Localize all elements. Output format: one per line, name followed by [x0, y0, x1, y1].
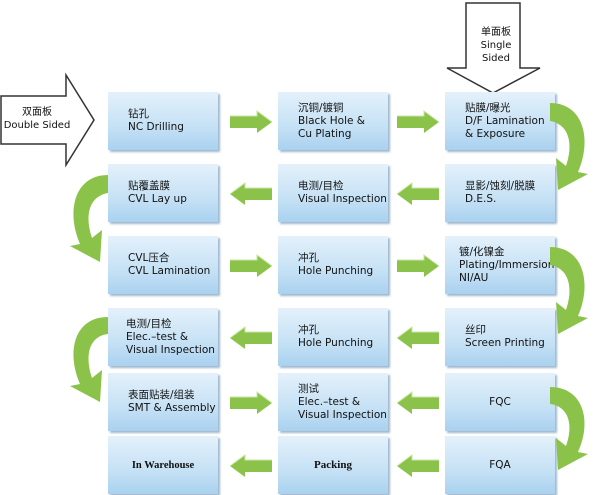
step-label-zh: 镀/化镍金 [459, 245, 505, 258]
step-label-en: Screen Printing [465, 337, 545, 349]
step-label-zh: 丝印 [465, 324, 486, 336]
curve-arrow-left-2 [70, 317, 108, 402]
double-sided-input-arrow [0, 72, 95, 168]
arrow-right-r3-a [230, 254, 273, 277]
step-label-en: Plating/Immersion [459, 258, 555, 271]
curve-arrow-left-1 [70, 175, 108, 262]
arrow-right-r1-a [230, 110, 273, 133]
curve-arrow-right-3 [550, 387, 588, 470]
step-label-en: NC Drilling [128, 121, 184, 133]
curve-arrow-right-2 [550, 247, 588, 334]
step-packing: Packing [278, 436, 388, 494]
step-label-zh: 电测/目检 [298, 180, 344, 192]
step-label-en: D.E.S. [465, 193, 497, 205]
step-label-en: CVL Lamination [128, 265, 211, 277]
arrow-left-r2-b [396, 182, 439, 205]
step-label-en: Elec.–test & [298, 395, 361, 408]
step-label-zh: 显影/蚀刻/脱膜 [465, 180, 536, 192]
step-label-en: Black Hole & [298, 114, 365, 127]
step-label-zh: 沉铜/镀铜 [298, 101, 344, 114]
step-df-lamination-exposure: 贴膜/曝光 D/F Lamination & Exposure [445, 92, 555, 150]
single-sided-label: 单面板 Single Sided [466, 26, 526, 65]
step-label-zh: 冲孔 [298, 324, 319, 336]
step-label-en-2: & Exposure [465, 127, 526, 140]
arrow-left-r6-b [396, 454, 439, 477]
arrow-right-r5-a [230, 391, 273, 414]
step-smt-assembly: 表面贴装/组装 SMT & Assembly [108, 373, 218, 431]
step-plating-immersion: 镀/化镍金 Plating/Immersion NI/AU [445, 236, 555, 294]
step-hole-punching-2: 冲孔 Hole Punching [278, 308, 388, 366]
step-label-en: Visual Inspection [298, 193, 387, 205]
step-label-en: D/F Lamination [465, 114, 545, 127]
arrow-left-r2-a [229, 182, 272, 205]
step-label-zh: CVL压合 [128, 252, 170, 264]
step-label-en: SMT & Assembly [128, 402, 216, 414]
step-label-en-2: Cu Plating [298, 127, 352, 140]
step-fqa: FQA [445, 436, 555, 494]
step-label-en-2: Visual Inspection [298, 408, 387, 421]
step-label-en: FQA [489, 458, 511, 471]
step-nc-drilling: 钻孔 NC Drilling [108, 92, 218, 150]
arrow-left-r6-a [229, 454, 272, 477]
step-label-zh: 测试 [298, 382, 319, 395]
step-label-zh: 冲孔 [298, 252, 319, 264]
step-visual-inspection-1: 电测/目检 Visual Inspection [278, 164, 388, 222]
step-label-en: Elec.–test & [126, 330, 189, 343]
step-cvl-lay-up: 贴覆盖膜 CVL Lay up [108, 164, 218, 222]
step-label-en: CVL Lay up [128, 193, 187, 205]
step-label-en-2: Visual Inspection [126, 343, 215, 356]
step-label-zh: 电测/目检 [126, 317, 172, 330]
arrow-left-r4-a [229, 326, 272, 349]
single-sided-label-en-2: Sided [482, 53, 510, 64]
step-elec-test-visual-2: 测试 Elec.–test & Visual Inspection [278, 373, 388, 431]
step-des: 显影/蚀刻/脱膜 D.E.S. [445, 164, 555, 222]
arrow-right-r1-b [397, 110, 440, 133]
step-label-zh: 表面贴装/组装 [128, 389, 195, 401]
step-elec-test-visual-1: 电测/目检 Elec.–test & Visual Inspection [108, 308, 218, 366]
step-label-en-2: NI/AU [459, 271, 489, 284]
double-sided-label-zh: 双面板 [22, 107, 52, 118]
step-label-en: Hole Punching [298, 337, 374, 349]
single-sided-label-en-1: Single [480, 40, 512, 51]
step-hole-punching-1: 冲孔 Hole Punching [278, 236, 388, 294]
step-black-hole-cu-plating: 沉铜/镀铜 Black Hole & Cu Plating [278, 92, 388, 150]
step-in-warehouse: In Warehouse [108, 436, 218, 494]
step-label-en: Hole Punching [298, 265, 374, 277]
step-label-en: In Warehouse [131, 459, 195, 471]
step-label-en: Packing [314, 458, 352, 471]
step-cvl-lamination: CVL压合 CVL Lamination [108, 236, 218, 294]
arrow-left-r5-b [396, 391, 439, 414]
single-sided-input-arrow [446, 2, 541, 94]
step-label-zh: 钻孔 [128, 108, 149, 120]
step-screen-printing: 丝印 Screen Printing [445, 308, 555, 366]
arrow-right-r3-b [397, 254, 440, 277]
step-label-zh: 贴膜/曝光 [465, 101, 511, 114]
double-sided-label: 双面板 Double Sided [2, 106, 72, 132]
step-fqc: FQC [445, 373, 555, 431]
step-label-zh: 贴覆盖膜 [128, 180, 170, 192]
curve-arrow-right-1 [550, 103, 588, 190]
step-label-en: FQC [489, 395, 511, 408]
arrow-left-r4-b [396, 326, 439, 349]
single-sided-label-zh: 单面板 [481, 27, 511, 38]
double-sided-label-en: Double Sided [3, 120, 71, 131]
